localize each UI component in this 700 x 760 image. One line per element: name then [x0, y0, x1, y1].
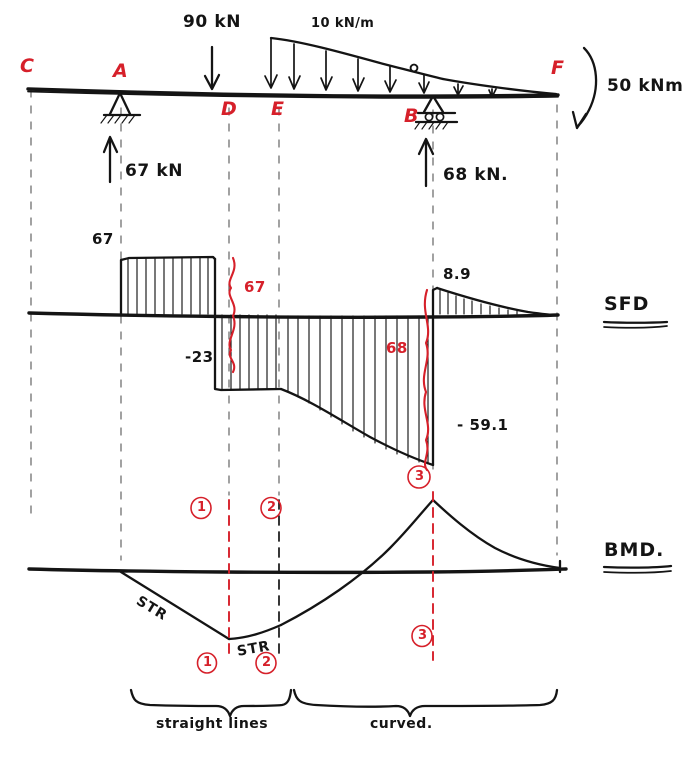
- end-moment-arrow-50knm: [571, 46, 598, 130]
- bmd-marker-bottom-1: 1: [203, 655, 213, 670]
- distributed-load-triangle: [264, 36, 558, 98]
- sfd-baseline: [27, 311, 560, 319]
- sfd-value-peak-right: 8.9: [443, 265, 472, 283]
- reaction-arrow-a: [102, 135, 119, 184]
- roller-support-b: [414, 94, 459, 130]
- bmd-marker-circles: [190, 465, 433, 675]
- node-label-b: B: [404, 105, 419, 127]
- reaction-arrow-b: [417, 137, 435, 188]
- bmd-marker-top-3: 3: [415, 469, 425, 484]
- bmd-title-underline: [602, 564, 673, 574]
- pin-support-a: [100, 91, 142, 124]
- sfd-value-drop-left: -23: [185, 348, 214, 366]
- brace-curved: [292, 688, 559, 718]
- bmd-marker-bottom-3: 3: [418, 628, 428, 643]
- bmd-marker-top-1: 1: [197, 500, 207, 515]
- sfd-value-min-right: - 59.1: [457, 416, 509, 434]
- sfd-red-brace-b: [422, 288, 430, 472]
- region-note-curved: curved.: [370, 716, 433, 732]
- bmd-curve: [119, 498, 562, 641]
- node-label-a: A: [113, 60, 128, 82]
- bmd-marker-bottom-2: 2: [262, 655, 272, 670]
- sfd-hatch-positive-left: [127, 257, 209, 315]
- sfd-hatch-negative-curve: [287, 315, 429, 465]
- reaction-label-b: 68 kN.: [443, 165, 509, 185]
- sfd-outline: [119, 255, 560, 467]
- node-label-f: F: [551, 57, 564, 79]
- beam-member: [26, 87, 560, 99]
- sfd-jump-label-b: 68: [386, 339, 408, 357]
- sfd-red-brace-d: [228, 256, 236, 374]
- node-label-c: C: [20, 55, 34, 77]
- sfd-jump-label-d: 67: [244, 278, 266, 296]
- end-moment-label: 50 kNm: [607, 76, 684, 96]
- point-load-arrow-90kn: [203, 45, 221, 91]
- bmd-title: BMD.: [604, 539, 665, 561]
- node-label-e: E: [271, 98, 284, 120]
- distributed-load-label: 10 kN/m: [311, 16, 375, 31]
- bmd-baseline: [27, 567, 568, 575]
- sfd-title: SFD: [604, 293, 650, 315]
- point-load-label: 90 kN: [183, 12, 242, 32]
- brace-straight-lines: [129, 688, 293, 718]
- region-note-straight-lines: straight lines: [156, 716, 269, 732]
- bmd-ordinate-lines: [228, 491, 434, 661]
- sfd-title-underline: [602, 320, 669, 329]
- sfd-value-peak-left: 67: [92, 230, 114, 248]
- node-label-d: D: [221, 98, 237, 120]
- reaction-label-a: 67 kN: [125, 161, 184, 181]
- bmd-marker-top-2: 2: [267, 500, 277, 515]
- sfd-hatch-positive-right: [439, 289, 518, 315]
